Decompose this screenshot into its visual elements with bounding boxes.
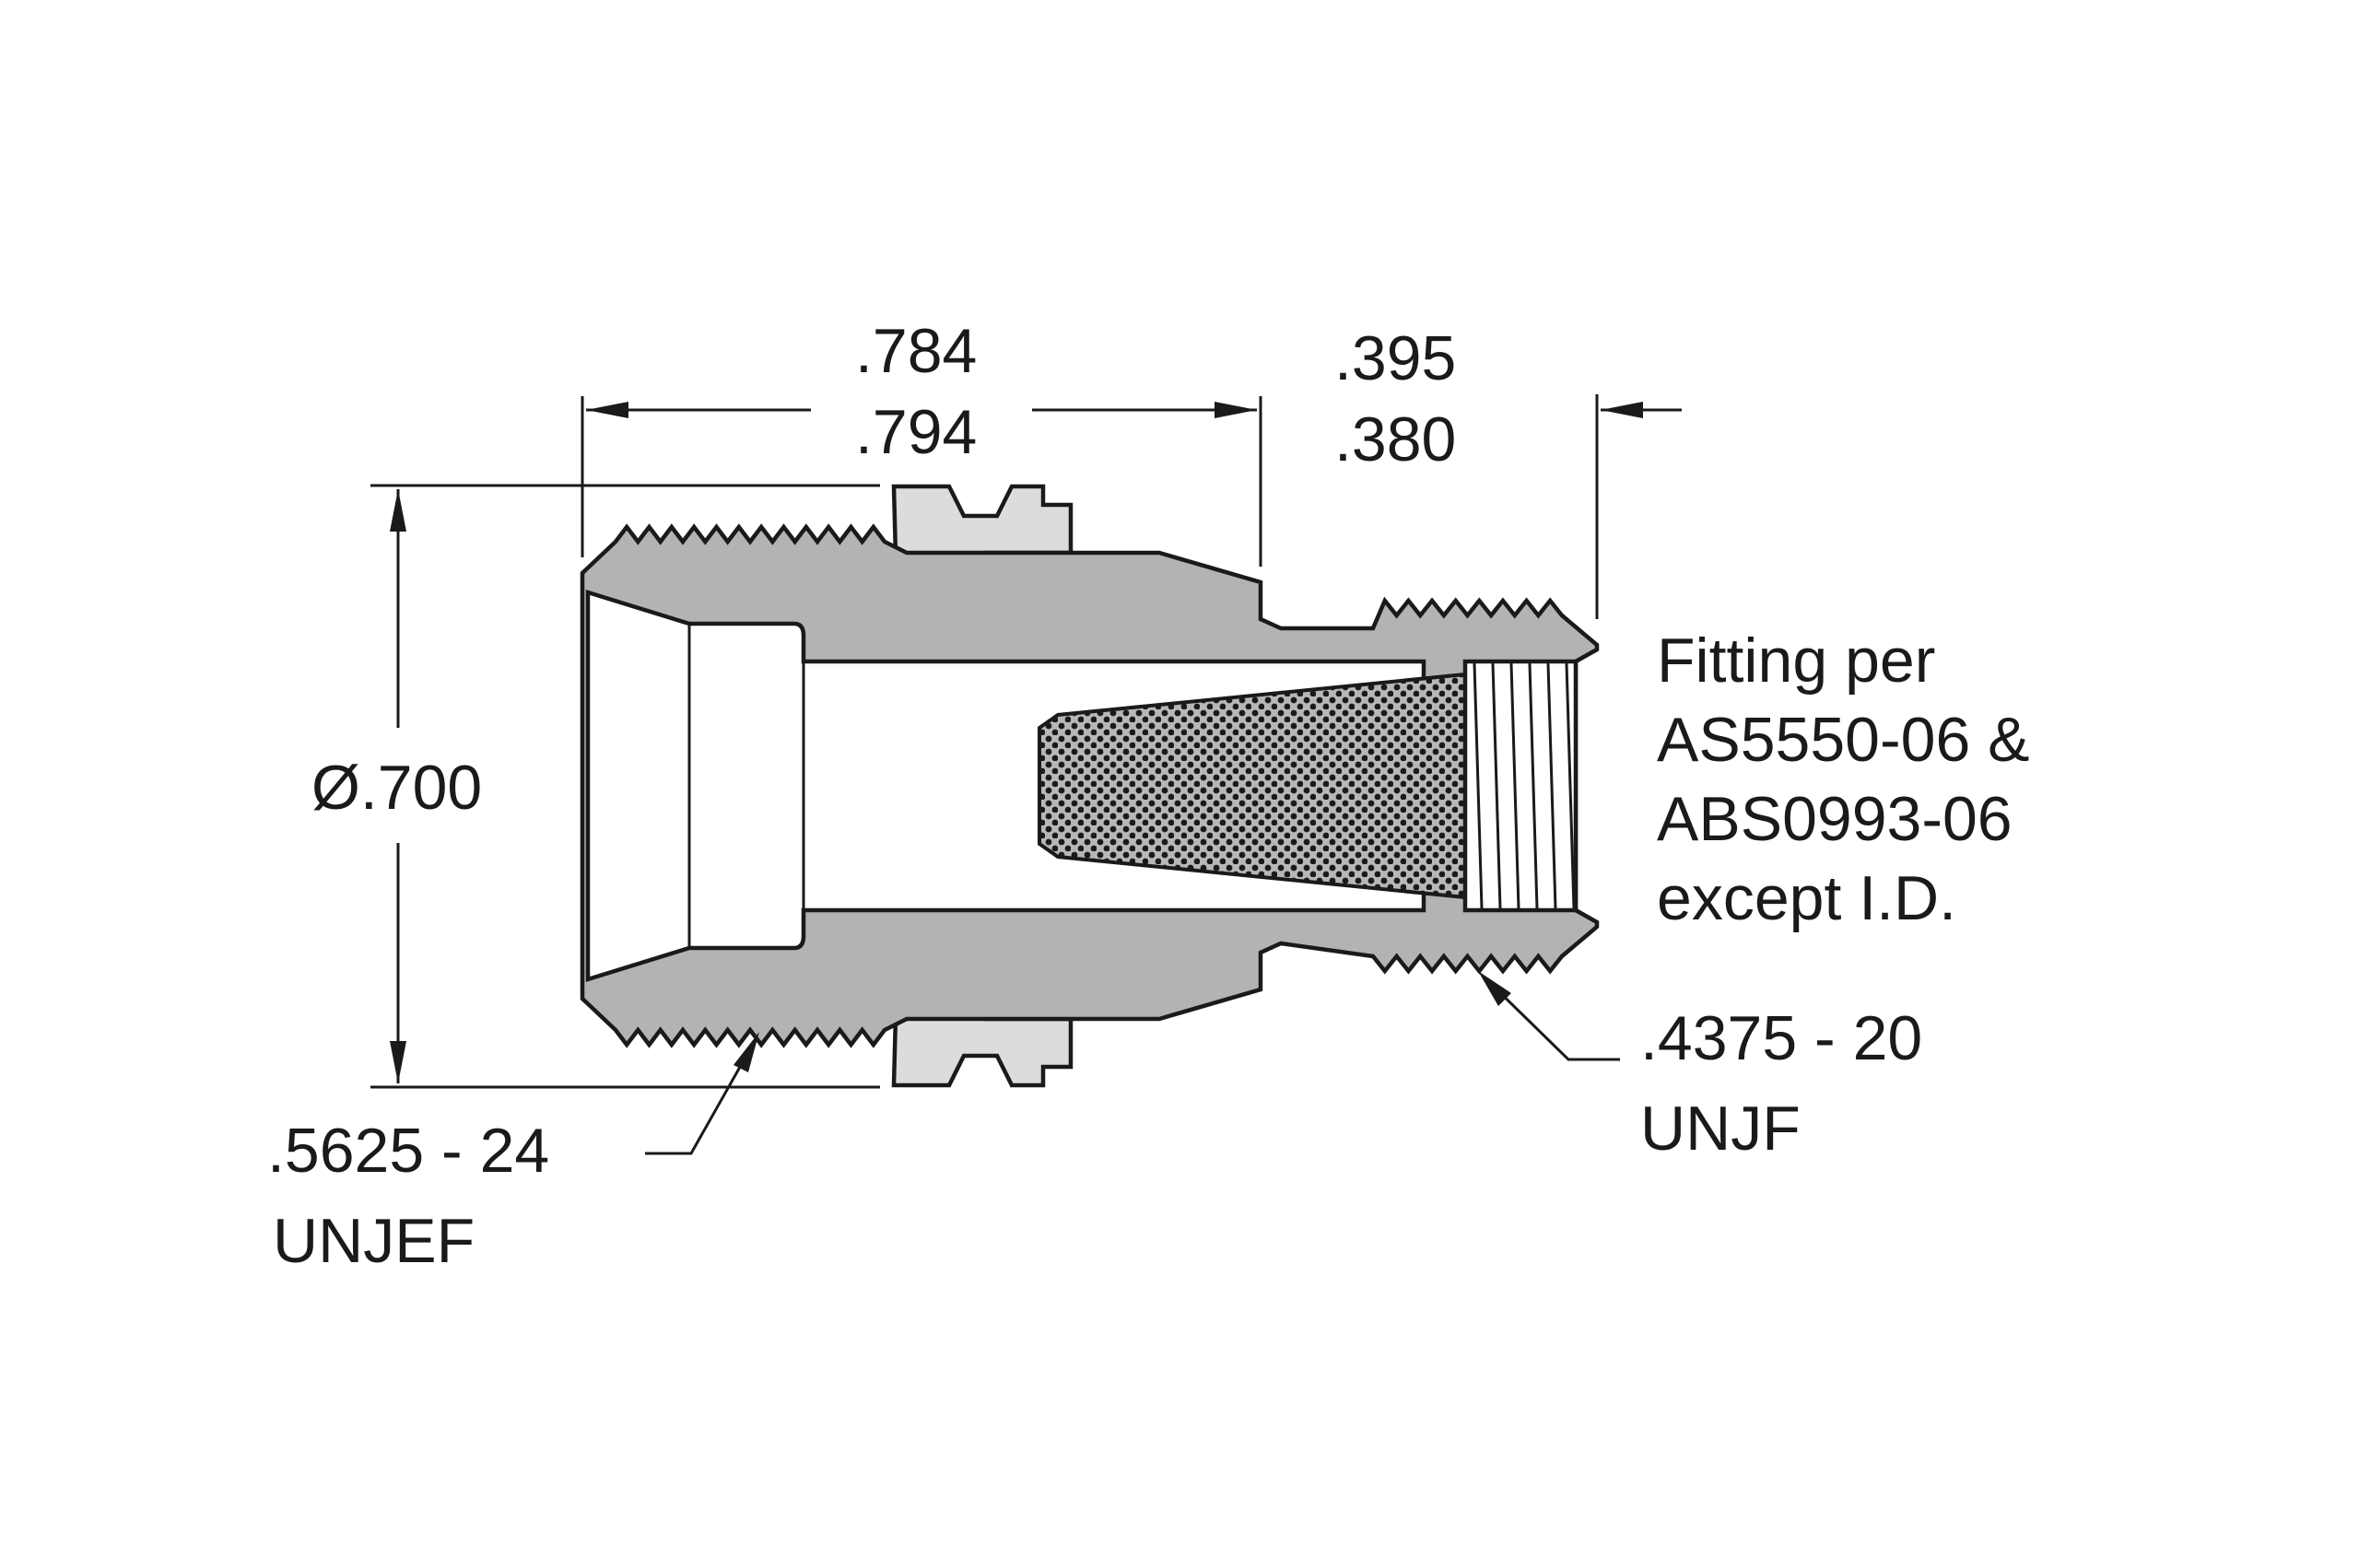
thread-small-size: .4375 - 20 xyxy=(1640,1003,1922,1073)
dim-end-lower: .380 xyxy=(1334,404,1456,474)
thread-small-class: UNJF xyxy=(1640,1094,1801,1164)
internal-thread xyxy=(1462,659,1579,913)
note-line-4: except I.D. xyxy=(1657,863,1956,933)
internal-thread-line xyxy=(1565,662,1576,909)
note-line-3: ABS0993-06 xyxy=(1657,784,2013,854)
dim-length-lower: .794 xyxy=(855,397,977,467)
internal-thread-line xyxy=(1509,662,1520,909)
dim-diameter: Ø.700 xyxy=(311,753,482,823)
internal-thread-lines xyxy=(1473,662,1576,909)
inner-bore xyxy=(585,589,1426,983)
thread-large-class: UNJEF xyxy=(273,1206,475,1276)
thread-large-size: .5625 - 24 xyxy=(267,1116,549,1186)
internal-thread-line xyxy=(1546,662,1557,909)
internal-thread-line xyxy=(1491,662,1502,909)
dim-length-upper: .784 xyxy=(855,316,977,386)
note-line-1: Fitting per xyxy=(1657,626,1935,696)
internal-thread-line xyxy=(1473,662,1484,909)
internal-thread-line xyxy=(1528,662,1539,909)
dim-end-upper: .395 xyxy=(1334,323,1456,393)
note-line-2: AS5550-06 & xyxy=(1657,705,2030,775)
